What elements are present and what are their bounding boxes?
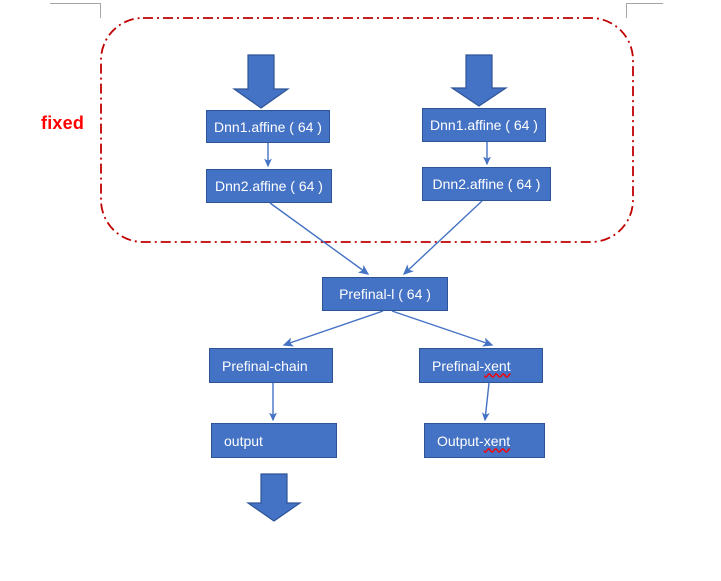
node-output-xent[interactable]: Output-xent <box>424 423 545 458</box>
node-label: Prefinal-l ( 64 ) <box>339 286 431 302</box>
connector-xent-outputxent <box>481 382 490 422</box>
connector-dnn2left-prefinal <box>269 202 370 275</box>
fixed-region-boundary <box>100 17 634 243</box>
node-prefinal-l[interactable]: Prefinal-l ( 64 ) <box>322 277 448 311</box>
input-block-arrow-right <box>450 54 508 107</box>
node-label: output <box>224 432 263 449</box>
node-label-misspelled: xent <box>483 432 511 449</box>
input-block-arrow-left <box>232 54 290 109</box>
node-dnn1-left[interactable]: Dnn1.affine ( 64 ) <box>206 110 330 143</box>
margin-guide-top-left <box>50 3 101 18</box>
node-prefinal-xent[interactable]: Prefinal-xent <box>419 348 543 383</box>
node-label: Dnn2.affine ( 64 ) <box>432 176 541 192</box>
node-label: Dnn1.affine ( 64 ) <box>214 118 322 135</box>
node-dnn2-right[interactable]: Dnn2.affine ( 64 ) <box>422 167 551 201</box>
node-label: Prefinal-chain <box>222 357 308 374</box>
output-block-arrow <box>246 473 302 522</box>
fixed-region-label: fixed <box>41 113 85 133</box>
connector-dnn2right-prefinal <box>402 200 483 275</box>
node-dnn1-right[interactable]: Dnn1.affine ( 64 ) <box>422 108 546 142</box>
node-label: Dnn2.affine ( 64 ) <box>215 178 323 194</box>
connector-prefinal-xent <box>391 310 494 347</box>
node-label-prefix: Output- <box>437 432 484 449</box>
margin-guide-top-right <box>626 3 663 18</box>
node-prefinal-chain[interactable]: Prefinal-chain <box>209 348 333 383</box>
node-output[interactable]: output <box>211 423 337 458</box>
node-label: Dnn1.affine ( 64 ) <box>430 117 538 133</box>
node-label-prefix: Prefinal- <box>432 357 485 374</box>
connector-prefinal-chain <box>282 310 384 347</box>
node-dnn2-left[interactable]: Dnn2.affine ( 64 ) <box>206 169 332 203</box>
node-label-misspelled: xent <box>484 357 511 374</box>
